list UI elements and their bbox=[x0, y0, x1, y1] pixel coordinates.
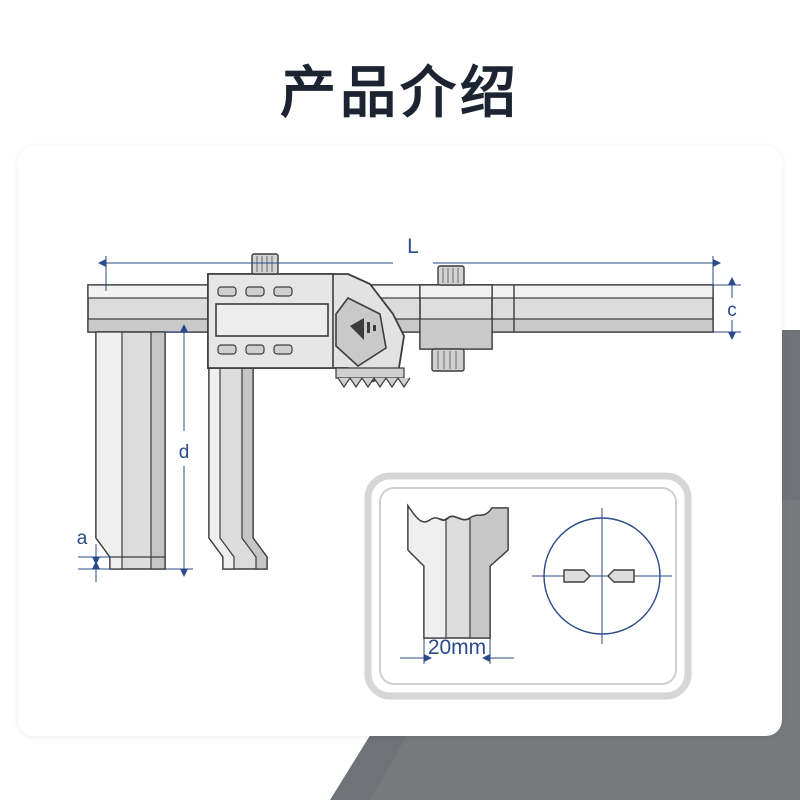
dimension-length-L: L bbox=[98, 235, 721, 291]
digital-display-head bbox=[207, 253, 411, 389]
lcd-display bbox=[215, 303, 329, 337]
page-title: 产品介绍 bbox=[280, 61, 520, 126]
fixed-jaw-left bbox=[95, 331, 166, 570]
caliper-beam bbox=[87, 284, 714, 333]
dimension-label-a: a bbox=[77, 528, 88, 549]
diagram-card: L c d bbox=[18, 146, 782, 736]
dimension-thickness-c: c bbox=[713, 277, 741, 340]
thumb-screw-top[interactable] bbox=[251, 253, 279, 275]
button-bottom-2[interactable] bbox=[245, 344, 265, 355]
movable-jaw-right bbox=[208, 331, 268, 570]
detail-inset-panel: 20mm bbox=[364, 472, 692, 700]
lock-screw-bottom[interactable] bbox=[431, 348, 465, 372]
button-bottom-3[interactable] bbox=[273, 344, 293, 355]
brand-logo-icon bbox=[350, 318, 376, 340]
dimension-label-L: L bbox=[407, 235, 419, 258]
circular-workpiece-detail bbox=[532, 508, 672, 644]
dimension-label-c: c bbox=[727, 300, 737, 321]
button-top-2[interactable] bbox=[245, 286, 265, 297]
detail-caption-20mm: 20mm bbox=[428, 636, 486, 659]
button-bottom-1[interactable] bbox=[217, 344, 237, 355]
lock-screw-top[interactable] bbox=[437, 265, 465, 286]
button-top-1[interactable] bbox=[217, 286, 237, 297]
serrated-edge bbox=[335, 367, 411, 389]
caliper-diagram: L c d bbox=[77, 235, 741, 700]
dimension-depth-d: d bbox=[165, 324, 193, 577]
fine-adjust-block bbox=[419, 265, 493, 372]
jaw-cross-section bbox=[407, 503, 509, 639]
button-top-3[interactable] bbox=[273, 286, 293, 297]
dimension-tip-a: a bbox=[77, 528, 113, 582]
dimension-label-d: d bbox=[179, 442, 190, 463]
dimension-20mm: 20mm bbox=[400, 636, 514, 664]
